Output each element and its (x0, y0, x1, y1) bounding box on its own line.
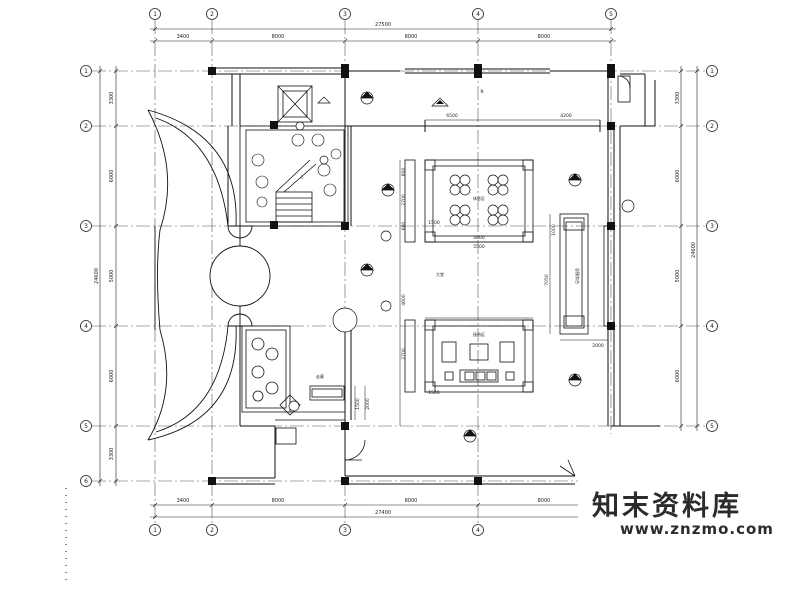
dim-7050: 7050 (544, 274, 550, 286)
axis-label-left-6: 6 (84, 478, 88, 485)
dim-2000b: 2000 (365, 398, 371, 410)
dim-4200: 4200 (560, 113, 572, 119)
dimension-lines (97, 26, 700, 520)
upper-lounge (404, 159, 534, 243)
dim-right-total: 24600 (691, 242, 697, 258)
axis-label-right-3: 3 (710, 223, 714, 230)
axis-label-top-1: 1 (153, 11, 157, 18)
dim-bottom-seg-3: 8000 (405, 498, 418, 504)
dim-bottom-seg-1: 3400 (177, 498, 190, 504)
axis-label-left-5: 5 (84, 423, 88, 430)
dim-right-seg-1: 3300 (675, 92, 681, 105)
dim-bottom-total: 27400 (375, 510, 391, 516)
dim-right-seg-3: 5000 (675, 270, 681, 283)
dim-left-total: 24600 (94, 268, 100, 284)
reception-area (404, 319, 534, 393)
watermark-title: 知末资料库 (592, 491, 742, 522)
dim-left-seg-3: 5000 (109, 270, 115, 283)
inner-dimension-texts: 6500 4200 4800 5500 1500 1500 2700 2700 … (355, 113, 604, 410)
dim-left-seg-5: 3300 (109, 448, 115, 461)
dimension-texts: 27500 3400 8000 8000 8000 3400 8000 8000… (94, 22, 697, 516)
dim-5500: 5500 (473, 244, 485, 250)
room-label-stair: 上 (300, 173, 304, 179)
planter-top (251, 133, 342, 208)
dim-top-seg-3: 8000 (405, 34, 418, 40)
lounge-chairs (449, 174, 509, 226)
axis-label-left-4: 4 (84, 323, 88, 330)
axis-label-top-4: 4 (476, 11, 480, 18)
dim-800: 800 (401, 168, 407, 177)
axis-label-top-5: 5 (609, 11, 613, 18)
dim-1500c: 1500 (355, 398, 361, 410)
curved-entrance-canopy (147, 109, 237, 441)
triangle-marks (317, 96, 449, 107)
axis-label-left-2: 2 (84, 123, 88, 130)
axis-label-right-1: 1 (710, 68, 714, 75)
dim-top-total: 27500 (375, 22, 391, 28)
dim-top-seg-1: 3400 (177, 34, 190, 40)
dim-right-seg-4: 6000 (675, 370, 681, 383)
axis-label-bottom-3: 3 (343, 527, 347, 534)
dim-right-seg-2: 6000 (675, 170, 681, 183)
doors (344, 75, 631, 477)
dim-4600: 4600 (401, 294, 407, 306)
revolving-door (209, 225, 271, 327)
axis-label-bottom-2: 2 (210, 527, 214, 534)
room-label-upper-lounge: 休息区 (473, 195, 485, 201)
axis-label-left-3: 3 (84, 223, 88, 230)
room-label-corridor: 走廊 (316, 373, 324, 379)
dim-left-seg-2: 6000 (109, 170, 115, 183)
room-label-lobby: 大堂 (436, 271, 444, 277)
dim-2700a: 2700 (401, 194, 407, 206)
exterior-walls (212, 67, 660, 485)
axis-label-top-3: 3 (343, 11, 347, 18)
axis-label-top-2: 2 (210, 11, 214, 18)
service-desk (559, 213, 615, 335)
dim-left-seg-4: 6000 (109, 370, 115, 383)
dim-bottom-seg-2: 8000 (272, 498, 285, 504)
dim-bottom-seg-4: 8000 (538, 498, 551, 504)
axis-label-bottom-4: 4 (476, 527, 480, 534)
room-labels: 休息区 接待区 大堂 总服务台 上 走廊 N (300, 89, 581, 379)
dim-6500: 6500 (446, 113, 458, 119)
axis-label-right-5: 5 (710, 423, 714, 430)
north-mark: N (481, 89, 484, 94)
dim-4800: 4800 (473, 235, 485, 241)
axis-label-right-4: 4 (710, 323, 714, 330)
dim-1500a: 1500 (428, 220, 440, 226)
dim-left-seg-1: 3300 (109, 92, 115, 105)
dim-2700b: 2700 (401, 348, 407, 360)
dim-top-seg-2: 8000 (272, 34, 285, 40)
dim-top-seg-4: 8000 (538, 34, 551, 40)
dim-1000: 1000 (551, 224, 557, 236)
axis-label-left-1: 1 (84, 68, 88, 75)
axis-label-bottom-1: 1 (153, 527, 157, 534)
watermark-url: www.znzmo.com (620, 520, 774, 538)
watermark-background (578, 434, 800, 600)
inner-dimension-lines (354, 119, 608, 426)
elevation-markers (288, 91, 635, 443)
stair-well (239, 85, 349, 227)
room-label-service-desk: 总服务台 (575, 268, 581, 284)
dim-600: 600 (401, 222, 407, 231)
axis-label-right-2: 2 (710, 123, 714, 130)
dim-2000: 2000 (592, 343, 604, 349)
planter-bottom (241, 325, 345, 445)
room-label-reception: 接待区 (473, 331, 485, 337)
dim-1500b: 1500 (428, 390, 440, 396)
